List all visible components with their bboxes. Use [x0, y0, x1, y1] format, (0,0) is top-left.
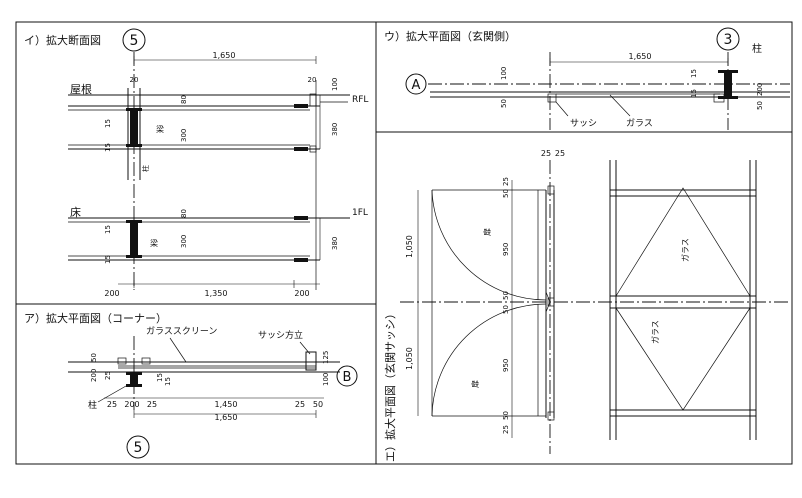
dim-entrance-100: 100	[500, 67, 508, 80]
grid-label-a: A	[412, 78, 421, 93]
grid-circle-3	[716, 27, 740, 51]
dim-entrance-15a: 15	[690, 69, 698, 78]
dim-door-50-b: 50	[502, 291, 510, 300]
grid-label-5-top: 5	[130, 33, 139, 49]
dim-bottom-25a: 25	[107, 400, 117, 409]
dim-bottom-50: 50	[313, 400, 323, 409]
dim-80-roof: 80	[180, 95, 188, 104]
dim-bottom-25b: 25	[147, 400, 157, 409]
dim-entrance-15b: 15	[690, 89, 698, 98]
rfl-label: RFL	[352, 95, 368, 105]
dim-bottom-1450: 1,450	[215, 400, 238, 409]
entrance-glass-label: ガラス	[626, 118, 653, 129]
beam-label-roof: 梁	[156, 125, 164, 134]
dim-corner-15a: 15	[156, 373, 164, 382]
entrance-sash-label: サッシ	[570, 118, 597, 129]
entrance-column-label: 柱	[752, 42, 762, 55]
dim-15-floor-a: 15	[104, 225, 112, 234]
grid-label-b: B	[343, 370, 352, 385]
dim-door-25-top-left: 25	[541, 149, 551, 158]
grid-label-3: 3	[724, 32, 733, 48]
panel-section: イ）拡大断面図 5 1,650 20 20 屋根 RFL 梁 柱 15 1	[24, 28, 368, 298]
dim-span-top: 1,650	[213, 51, 236, 60]
dim-80-floor: 80	[180, 209, 188, 218]
glass-screen-label: ガラススクリーン	[146, 326, 217, 337]
dim-corner-25: 25	[104, 371, 112, 380]
dim-door-950-bottom: 950	[502, 359, 510, 372]
fl-label: 1FL	[352, 208, 368, 218]
door-label-top: 扉	[482, 228, 492, 236]
entrance-title: ウ）拡大平面図（玄関側）	[384, 29, 516, 43]
dim-corner-125: 125	[322, 351, 330, 364]
column-label: 柱	[141, 165, 150, 172]
grid-label-5-bottom: 5	[134, 440, 143, 456]
dim-bottom-1650: 1,650	[215, 413, 238, 422]
section-title: イ）拡大断面図	[24, 33, 101, 47]
roof-label: 屋根	[70, 82, 92, 96]
sash-mullion-label: サッシ方立	[258, 329, 303, 341]
panel-entrance-plan: ウ）拡大平面図（玄関側） A 3 柱 1,650 100 50 15 15 20…	[384, 27, 790, 130]
dim-entrance-50r: 50	[756, 101, 764, 110]
dim-100-roof: 100	[331, 78, 339, 91]
dim-15-floor-b: 15	[104, 255, 112, 264]
dim-bottom-200-left: 200	[104, 289, 119, 298]
floor-label: 床	[70, 205, 81, 219]
dim-door-50-a: 50	[502, 189, 510, 198]
dim-corner-50: 50	[90, 353, 98, 362]
dim-door-25-left-top: 25	[502, 177, 510, 186]
grid-circle-b	[336, 365, 358, 387]
corner-column-label: 柱	[88, 399, 97, 411]
panel-frame	[15, 21, 793, 465]
dim-380-floor: 380	[331, 237, 339, 250]
dim-20-right: 20	[308, 76, 317, 84]
grid-circle-5-top	[122, 28, 146, 52]
grid-circle-5-bottom	[126, 435, 150, 459]
panel-corner-plan: ア）拡大平面図（コーナー） ガラススクリーン サッシ方立 B 柱 50 200 …	[24, 311, 358, 459]
dim-380-roof: 380	[331, 123, 339, 136]
dim-door-1050-bottom: 1,050	[405, 347, 414, 370]
corner-title: ア）拡大平面図（コーナー）	[24, 311, 167, 325]
dim-300-floor: 300	[180, 235, 188, 248]
dim-door-1050-top: 1,050	[405, 235, 414, 258]
dim-15-roof-a: 15	[104, 119, 112, 128]
dim-corner-200: 200	[90, 369, 98, 382]
dim-300-roof: 300	[180, 129, 188, 142]
door-sash-title: エ）拡大平面図（玄関サッシ）	[383, 308, 397, 462]
dim-corner-100: 100	[322, 373, 330, 386]
dim-bottom-1350: 1,350	[205, 289, 228, 298]
dim-bottom-200: 200	[124, 400, 139, 409]
dim-bottom-25c: 25	[295, 400, 305, 409]
grid-circle-a	[405, 73, 427, 95]
dim-door-50-d: 50	[502, 411, 510, 420]
dim-entrance-span: 1,650	[629, 52, 652, 61]
beam-label-floor: 梁	[150, 239, 158, 248]
glass-label-top: ガラス	[680, 238, 690, 262]
dim-door-25-top-right: 25	[555, 149, 565, 158]
dim-door-25-left-bottom: 25	[502, 425, 510, 434]
dim-entrance-50: 50	[500, 99, 508, 108]
dim-entrance-200: 200	[756, 83, 764, 96]
dim-15-roof-b: 15	[104, 143, 112, 152]
dim-corner-15b: 15	[164, 377, 172, 386]
door-label-bottom: 扉	[470, 380, 480, 388]
glass-label-bottom: ガラス	[650, 320, 660, 344]
dim-door-50-c: 50	[502, 305, 510, 314]
dim-bottom-200-right: 200	[294, 289, 309, 298]
panel-door-sash: エ）拡大平面図（玄関サッシ） 25 25 扉 扉 1,050 1,050 25 …	[383, 149, 790, 462]
dim-door-950-top: 950	[502, 243, 510, 256]
